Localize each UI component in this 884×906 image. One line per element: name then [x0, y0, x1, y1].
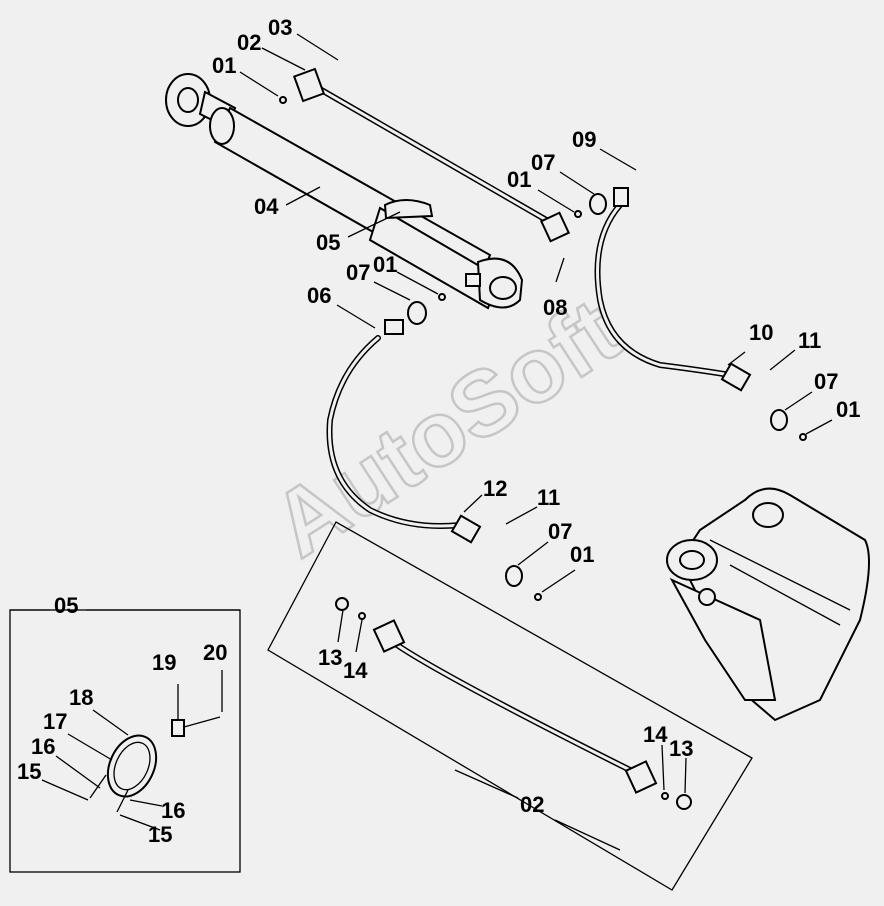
leader-lines	[41, 33, 833, 851]
callout-07: 07	[531, 150, 555, 175]
callout-14: 14	[643, 722, 668, 747]
hose-02-boundary	[267, 521, 753, 891]
callout-07: 07	[548, 519, 572, 544]
callout-01: 01	[373, 252, 397, 277]
callout-07: 07	[346, 260, 370, 285]
callout-05: 05	[316, 230, 340, 255]
callout-16: 16	[161, 798, 185, 823]
callout-07: 07	[814, 369, 838, 394]
callout-08: 08	[543, 295, 567, 320]
fittings	[279, 67, 807, 810]
hoses	[315, 85, 733, 778]
callout-18: 18	[69, 685, 93, 710]
callout-06: 06	[307, 283, 331, 308]
callout-01: 01	[570, 542, 594, 567]
callout-05-inset-title: 05	[54, 593, 78, 618]
callout-labels: 03 02 01 04 05 07 01 06 08 09 07 01 10 1…	[17, 15, 860, 847]
callout-13: 13	[318, 645, 342, 670]
callout-12: 12	[483, 476, 507, 501]
callout-20: 20	[203, 640, 227, 665]
boom-assembly	[666, 487, 870, 722]
callout-16: 16	[31, 734, 55, 759]
callout-01: 01	[212, 53, 236, 78]
callout-13: 13	[669, 736, 693, 761]
inset-clamp-05	[9, 609, 241, 873]
callout-01: 01	[507, 167, 531, 192]
callout-17: 17	[43, 709, 67, 734]
callout-19: 19	[152, 650, 176, 675]
callout-11: 11	[798, 328, 821, 353]
callout-10: 10	[749, 320, 773, 345]
callout-15: 15	[17, 759, 41, 784]
callout-04: 04	[254, 194, 279, 219]
callout-14: 14	[343, 658, 368, 683]
callout-03: 03	[268, 15, 292, 40]
callout-02: 02	[237, 30, 261, 55]
hydraulic-cylinder	[165, 73, 524, 310]
callout-02: 02	[520, 792, 544, 817]
callout-01: 01	[836, 397, 860, 422]
callout-15: 15	[148, 822, 172, 847]
callout-11: 11	[537, 485, 560, 510]
callout-09: 09	[572, 127, 596, 152]
watermark: AutoSoft	[255, 280, 636, 577]
